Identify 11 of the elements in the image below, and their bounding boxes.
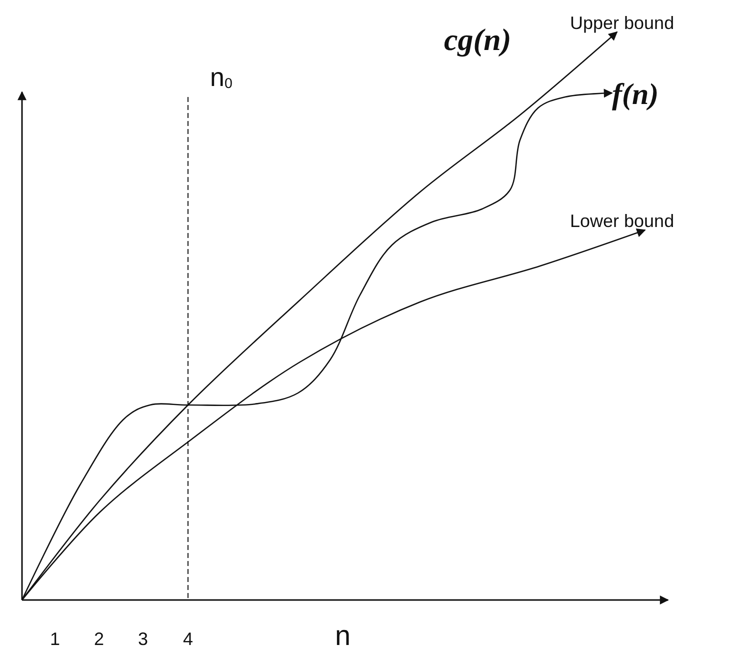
- lower-bound-curve: [22, 228, 646, 600]
- tick-label: 2: [94, 630, 104, 648]
- function-label: f(n): [612, 80, 659, 110]
- tick-label: 3: [138, 630, 148, 648]
- threshold-label: n$_{0}$: [210, 64, 232, 92]
- tick-label: 1: [50, 630, 60, 648]
- tick-label: 4: [183, 630, 194, 648]
- axis-label: n: [335, 622, 351, 650]
- curve-label: Upper bound: [570, 14, 674, 32]
- function-label: cg(n): [444, 24, 512, 55]
- curve-label: Lower bound: [570, 212, 674, 230]
